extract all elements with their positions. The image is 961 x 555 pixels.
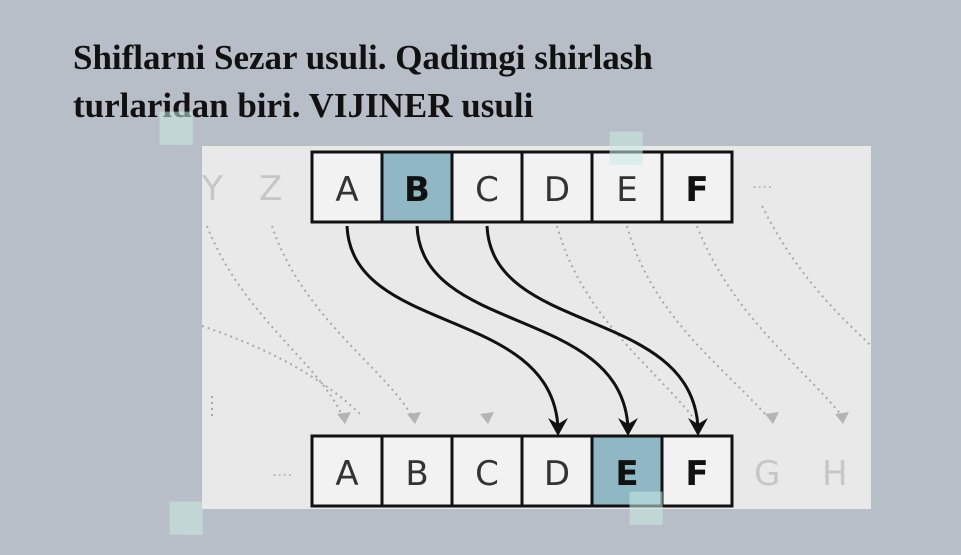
top-box-b bbox=[380, 150, 454, 224]
slide-title: Shiflarni Sezar usuli. Qadimgi shirlash … bbox=[73, 34, 933, 130]
bottom-faded-letters: G H bbox=[754, 454, 848, 494]
guide-curve bbox=[626, 225, 768, 417]
faded-arrowhead bbox=[835, 412, 849, 424]
bottom-letter-b: B bbox=[405, 454, 428, 494]
arrow-c-to-f bbox=[485, 225, 700, 429]
faded-arrowheads bbox=[337, 412, 849, 424]
top-box-e bbox=[590, 150, 664, 224]
guide-curve bbox=[202, 325, 363, 417]
caesar-cipher-diagram: Y Z .... A B C D E F bbox=[202, 146, 871, 509]
arrowhead bbox=[548, 418, 568, 436]
top-letter-f: F bbox=[685, 170, 708, 210]
faded-letter-g: G bbox=[754, 454, 780, 494]
bottom-row: A B C D E F bbox=[310, 434, 734, 508]
top-letter-a: A bbox=[335, 170, 358, 210]
top-letter-e: E bbox=[616, 170, 637, 210]
bottom-letter-e: E bbox=[615, 454, 638, 494]
bottom-box-f bbox=[660, 434, 734, 508]
top-ellipsis: .... bbox=[752, 173, 772, 192]
bottom-letter-a: A bbox=[335, 454, 358, 494]
faded-letter-z: Z bbox=[259, 169, 282, 209]
arrow-a-to-d bbox=[345, 225, 560, 429]
faded-arrowhead bbox=[480, 412, 494, 424]
arrowhead bbox=[688, 418, 708, 436]
faded-arrowhead bbox=[407, 412, 421, 424]
guide-curve bbox=[206, 225, 343, 417]
arrowheads bbox=[548, 418, 708, 436]
top-letter-d: D bbox=[544, 170, 570, 210]
top-box-a bbox=[310, 150, 384, 224]
bottom-ellipsis: .... bbox=[272, 461, 292, 480]
title-line-2: turlaridan biri. VIJINER usuli bbox=[73, 86, 534, 125]
top-letter-c: C bbox=[475, 170, 499, 210]
top-box-c bbox=[450, 150, 524, 224]
top-row: A B C D E F bbox=[310, 150, 734, 224]
guide-curve bbox=[271, 225, 413, 417]
bottom-letter-f: F bbox=[685, 454, 708, 494]
cipher-diagram-svg: Y Z .... A B C D E F bbox=[202, 150, 871, 508]
guide-curve bbox=[761, 205, 871, 347]
top-box-d bbox=[520, 150, 594, 224]
guide-curve bbox=[556, 225, 693, 417]
top-faded-letters: Y Z bbox=[202, 169, 282, 209]
faded-letter-h: H bbox=[822, 454, 848, 494]
bottom-letter-d: D bbox=[544, 454, 570, 494]
guide-curve bbox=[696, 225, 843, 417]
guide-curves bbox=[202, 205, 871, 417]
arrow-b-to-e bbox=[415, 225, 630, 429]
bottom-box-d bbox=[520, 434, 594, 508]
title-line-1: Shiflarni Sezar usuli. Qadimgi shirlash bbox=[73, 38, 653, 77]
faded-arrowhead bbox=[337, 412, 351, 424]
faded-letter-y: Y bbox=[202, 169, 223, 209]
faded-arrowhead bbox=[765, 412, 779, 424]
bottom-letter-c: C bbox=[475, 454, 499, 494]
shift-arrows bbox=[345, 225, 700, 429]
bottom-box-e bbox=[590, 434, 664, 508]
top-letter-b: B bbox=[404, 170, 430, 210]
arrowhead bbox=[618, 418, 638, 436]
bottom-box-b bbox=[380, 434, 454, 508]
top-box-f bbox=[660, 150, 734, 224]
